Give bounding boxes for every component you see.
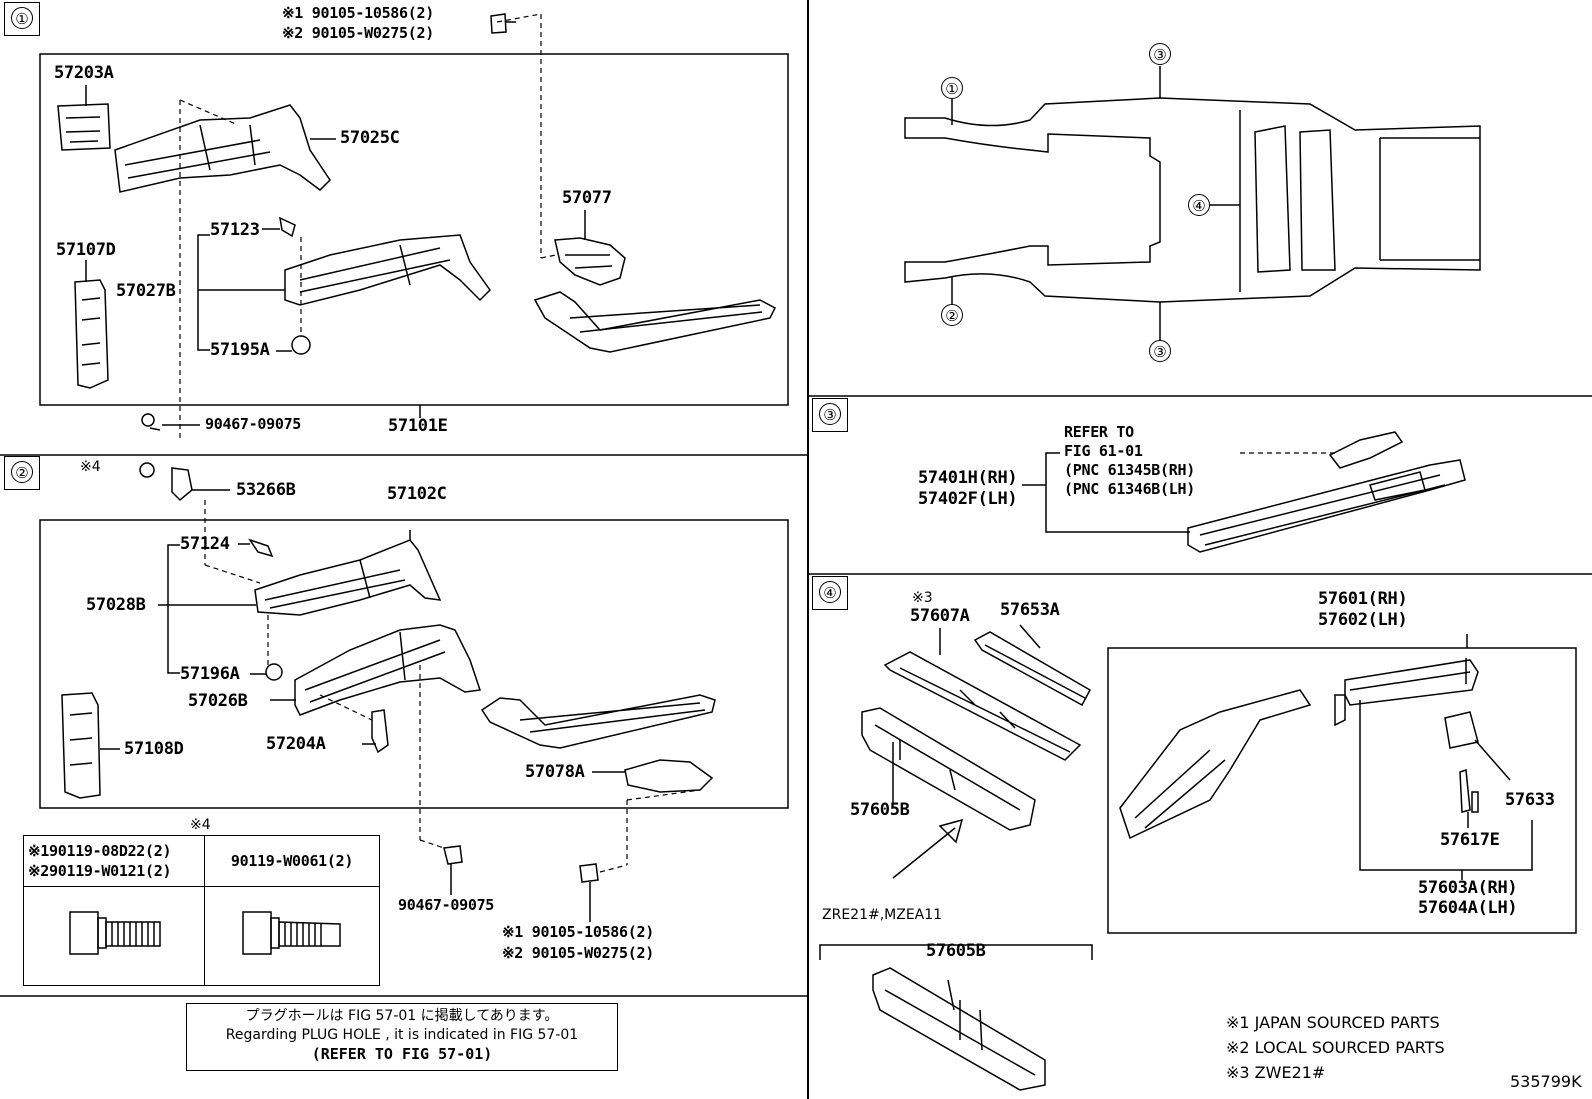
refer-line-2[interactable]: FIG 61-01 bbox=[1064, 442, 1143, 460]
bolt-table-mark: ※4 bbox=[190, 817, 211, 833]
plug-hole-notice: プラグホールは FIG 57-01 に掲載してあります。 Regarding P… bbox=[186, 1003, 618, 1071]
part-label-57196A[interactable]: 57196A bbox=[180, 664, 240, 684]
part-label-57204A[interactable]: 57204A bbox=[266, 734, 326, 754]
part-label-57078A[interactable]: 57078A bbox=[525, 762, 585, 782]
mark-3-label: ※3 bbox=[912, 590, 933, 606]
part-label-57124[interactable]: 57124 bbox=[180, 534, 230, 554]
part-label-57102C[interactable]: 57102C bbox=[387, 484, 447, 504]
mark-4-label: ※4 bbox=[80, 459, 101, 475]
part-label-57107D[interactable]: 57107D bbox=[56, 240, 116, 260]
legend-3: ※3 ZWE21# bbox=[1226, 1063, 1326, 1082]
part-57026B-drawing bbox=[294, 624, 481, 754]
part-label-57101E[interactable]: 57101E bbox=[388, 416, 448, 436]
part-label-57601[interactable]: 57601(RH) bbox=[1318, 589, 1408, 609]
bolt-table-img-2 bbox=[204, 886, 380, 986]
overview-callout-4[interactable]: ④ bbox=[1188, 194, 1210, 216]
illustration-code: 535799K bbox=[1510, 1072, 1582, 1091]
section-4-marker: ④ bbox=[812, 576, 848, 610]
refer-line-3: (PNC 61345B(RH) bbox=[1064, 461, 1195, 479]
section-1-number: ① bbox=[11, 7, 33, 29]
overview-callout-2[interactable]: ② bbox=[941, 304, 963, 326]
part-label-57402F[interactable]: 57402F(LH) bbox=[918, 489, 1018, 509]
part-label-90467-09075-s2[interactable]: 90467-09075 bbox=[398, 896, 495, 914]
model-code-label: ZRE21#,MZEA11 bbox=[822, 907, 943, 923]
part-57028B-drawing bbox=[248, 530, 442, 681]
part-label-57604A[interactable]: 57604A(LH) bbox=[1418, 898, 1518, 918]
bolt-table-cell-1: ※190119-08D22(2) ※290119-W0121(2) bbox=[23, 835, 205, 887]
section-2-number: ② bbox=[11, 461, 33, 483]
part-label-57602[interactable]: 57602(LH) bbox=[1318, 610, 1408, 630]
part-label-57617E[interactable]: 57617E bbox=[1440, 830, 1500, 850]
bolt-table: ※190119-08D22(2) ※290119-W0121(2) 90119-… bbox=[23, 835, 380, 986]
refer-line-4: (PNC 61346B(LH) bbox=[1064, 480, 1195, 498]
notice-jp: プラグホールは FIG 57-01 に掲載してあります。 bbox=[245, 1008, 559, 1024]
part-57401H-drawing bbox=[1187, 431, 1466, 553]
part-label-57401H[interactable]: 57401H(RH) bbox=[918, 468, 1018, 488]
part-label-57025C[interactable]: 57025C bbox=[340, 128, 400, 148]
notice-ref[interactable]: (REFER TO FIG 57-01) bbox=[311, 1045, 493, 1063]
legend-2: ※2 LOCAL SOURCED PARTS bbox=[1226, 1038, 1445, 1057]
bolt-table-c1-l1[interactable]: ※190119-08D22(2) bbox=[28, 842, 172, 860]
part-label-57123[interactable]: 57123 bbox=[210, 220, 260, 240]
part-label-57605B-alt[interactable]: 57605B bbox=[926, 941, 986, 961]
bolt-label-top-2[interactable]: ※2 90105-W0275(2) bbox=[282, 24, 434, 42]
part-label-57203A[interactable]: 57203A bbox=[54, 63, 114, 83]
part-label-57633[interactable]: 57633 bbox=[1505, 790, 1555, 810]
overview-callout-1[interactable]: ① bbox=[941, 77, 963, 99]
part-57077-drawing bbox=[554, 210, 626, 286]
part-label-57195A[interactable]: 57195A bbox=[210, 340, 270, 360]
underbody-overview-drawing bbox=[904, 97, 1481, 303]
section-4-number: ④ bbox=[819, 581, 841, 603]
part-label-57607A[interactable]: 57607A bbox=[910, 606, 970, 626]
overview-callout-3-top[interactable]: ③ bbox=[1149, 43, 1171, 65]
part-57203A-drawing bbox=[57, 85, 111, 151]
part-label-57028B[interactable]: 57028B bbox=[86, 595, 146, 615]
section-1-marker: ① bbox=[4, 2, 40, 36]
notice-en: Regarding PLUG HOLE , it is indicated in… bbox=[225, 1027, 579, 1043]
part-57027B-drawing bbox=[279, 216, 491, 355]
part-57025C-drawing bbox=[114, 104, 336, 193]
bolt-label-bottom-2[interactable]: ※2 90105-W0275(2) bbox=[502, 944, 654, 962]
part-label-90467-09075-s1[interactable]: 90467-09075 bbox=[205, 415, 302, 433]
legend-1: ※1 JAPAN SOURCED PARTS bbox=[1226, 1013, 1440, 1032]
refer-line-1: REFER TO bbox=[1064, 423, 1134, 441]
section-2-marker: ② bbox=[4, 456, 40, 490]
part-label-57027B[interactable]: 57027B bbox=[116, 281, 176, 301]
part-label-57603A[interactable]: 57603A(RH) bbox=[1418, 878, 1518, 898]
part-label-57077[interactable]: 57077 bbox=[562, 188, 612, 208]
section-3-marker: ③ bbox=[812, 398, 848, 432]
bolt-label-bottom-1[interactable]: ※1 90105-10586(2) bbox=[502, 923, 654, 941]
part-label-53266B[interactable]: 53266B bbox=[236, 480, 296, 500]
bolt-table-c1-l2[interactable]: ※290119-W0121(2) bbox=[28, 862, 172, 880]
bolt-label-top-1[interactable]: ※1 90105-10586(2) bbox=[282, 4, 434, 22]
part-label-57605B[interactable]: 57605B bbox=[850, 800, 910, 820]
part-label-57653A[interactable]: 57653A bbox=[1000, 600, 1060, 620]
bolt-table-img-1 bbox=[23, 886, 205, 986]
part-rocker-1-drawing bbox=[533, 291, 776, 353]
part-label-57108D[interactable]: 57108D bbox=[124, 739, 184, 759]
part-57107D-drawing bbox=[74, 260, 109, 389]
section-3-number: ③ bbox=[819, 403, 841, 425]
bolt-table-c2[interactable]: 90119-W0061(2) bbox=[230, 851, 354, 870]
overview-callout-3-bottom[interactable]: ③ bbox=[1149, 340, 1171, 362]
bolt-table-cell-2: 90119-W0061(2) bbox=[204, 835, 380, 887]
part-label-57026B[interactable]: 57026B bbox=[188, 691, 248, 711]
